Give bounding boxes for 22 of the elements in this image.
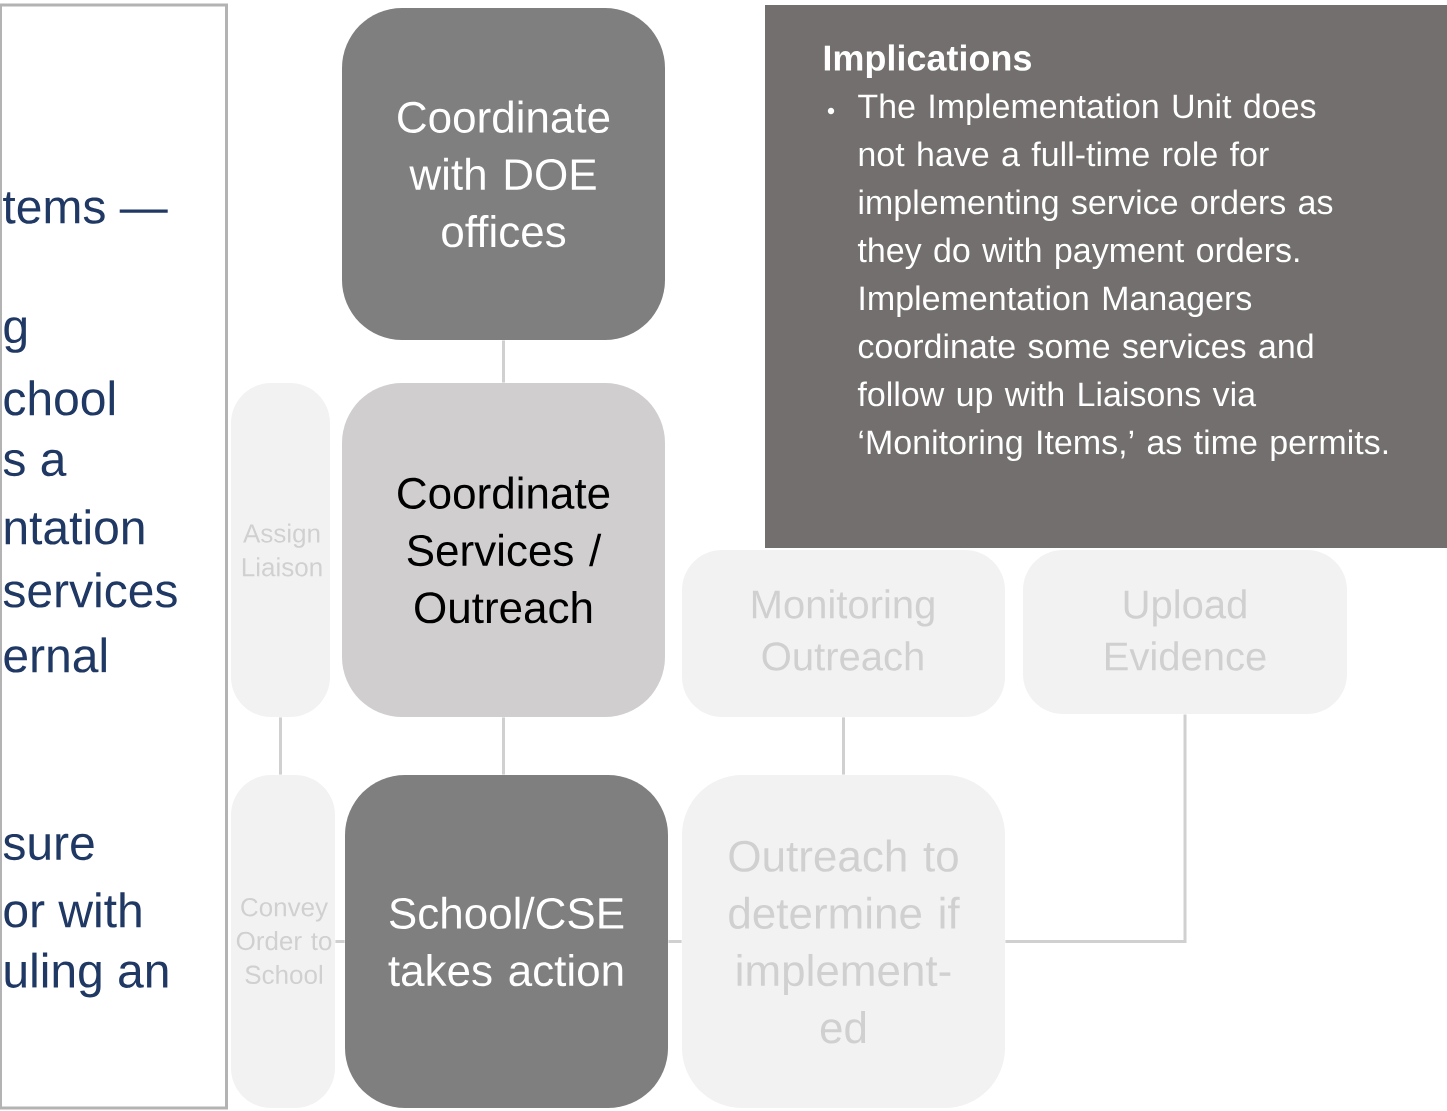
text-fragment: g [4,317,26,353]
text-fragment: or with [4,892,141,928]
highlighted-process-box: Coordinate Services / Outreach [342,383,665,717]
text-fragment: services [3,572,177,608]
text-fragment: chool [4,380,114,416]
connector-line [502,717,505,775]
text-panel [0,3,228,1110]
text-fragment: sure [3,833,94,861]
connector-line [279,717,282,775]
connector-line [842,717,845,775]
text-fragment: uling an [5,952,168,998]
process-box: Coordinate with DOE offices [342,8,665,340]
text-fragment: tems — [3,192,168,224]
process-box: School/CSE takes action [345,775,668,1108]
connector-line [668,940,682,943]
connector-line [1005,714,1187,943]
text-fragment: s a [3,449,67,477]
implications-text: The Implementation Unit does not have a full-time role for implementing service orders as they do with payment orders. Implementation Managers coordinate some services and follow up with Liaisons via ‘Monitoring Items,’ as time permits. [857,93,1388,462]
text-fragment: ernal [4,637,106,673]
connector-line [502,340,505,383]
text-fragment: ntation [5,509,144,545]
connector-line [335,940,345,943]
